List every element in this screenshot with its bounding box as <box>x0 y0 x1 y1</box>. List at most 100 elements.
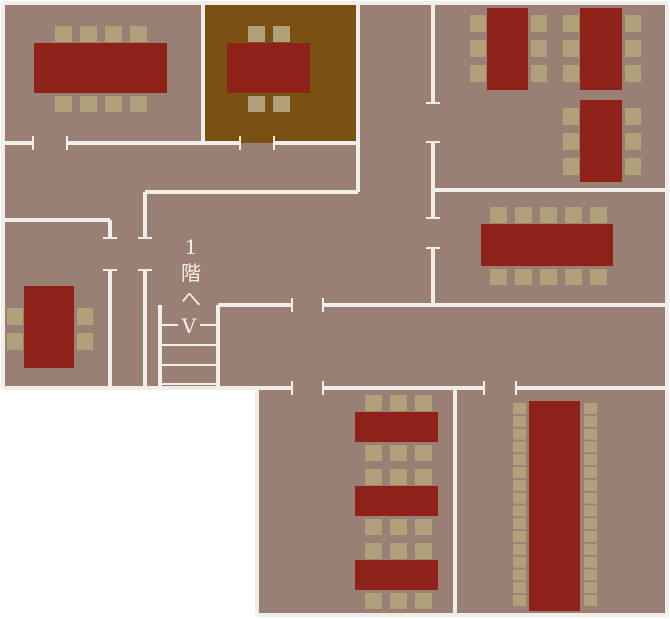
chair <box>415 445 432 461</box>
chair <box>365 395 382 411</box>
chair <box>540 207 557 223</box>
chair <box>625 108 641 125</box>
chair <box>565 207 582 223</box>
chair <box>515 269 532 285</box>
table <box>580 8 622 90</box>
chair <box>584 479 597 491</box>
chair <box>470 40 486 57</box>
chair <box>513 518 526 530</box>
chair <box>563 65 579 82</box>
chair <box>415 519 432 535</box>
chair <box>584 582 597 594</box>
chair <box>584 403 597 414</box>
chair <box>130 26 147 42</box>
chair <box>513 441 526 453</box>
floor <box>3 3 667 615</box>
chair <box>365 445 382 461</box>
chair <box>470 15 486 32</box>
table <box>529 401 580 611</box>
chair <box>390 445 407 461</box>
chair <box>590 207 607 223</box>
chair <box>625 158 641 175</box>
table <box>487 8 528 90</box>
chair <box>625 15 641 32</box>
chair <box>365 519 382 535</box>
chair <box>248 96 265 112</box>
table <box>481 224 613 266</box>
chair <box>490 207 507 223</box>
chair <box>513 479 526 491</box>
chair <box>7 308 23 325</box>
chair <box>625 65 641 82</box>
chair <box>415 395 432 411</box>
chair <box>584 543 597 555</box>
chair <box>513 505 526 517</box>
table <box>355 486 438 516</box>
chair <box>513 531 526 542</box>
table <box>24 286 74 368</box>
chair <box>590 269 607 285</box>
chair <box>513 454 526 466</box>
chair <box>625 40 641 57</box>
chair <box>273 96 290 112</box>
chair <box>365 543 382 559</box>
chair <box>584 531 597 542</box>
chair <box>584 569 597 581</box>
chair <box>77 333 93 350</box>
chair <box>390 519 407 535</box>
chair <box>563 40 579 57</box>
table <box>580 100 622 182</box>
chair <box>513 582 526 594</box>
chair <box>513 428 526 440</box>
chair <box>105 26 122 42</box>
table <box>227 43 310 93</box>
chair <box>80 96 97 112</box>
chair <box>513 569 526 581</box>
chair <box>80 26 97 42</box>
chair <box>248 26 265 42</box>
stairs-down-arrow: V <box>181 314 197 338</box>
chair <box>531 15 547 32</box>
chair <box>531 65 547 82</box>
chair <box>584 415 597 427</box>
chair <box>105 96 122 112</box>
chair <box>415 543 432 559</box>
table <box>34 43 167 93</box>
chair <box>584 518 597 530</box>
stairs-label-to: へ <box>181 287 201 311</box>
chair <box>565 269 582 285</box>
chair <box>584 428 597 440</box>
chair <box>7 333 23 350</box>
chair <box>390 395 407 411</box>
chair <box>470 65 486 82</box>
chair <box>365 469 382 485</box>
chair <box>584 492 597 504</box>
chair <box>584 454 597 466</box>
chair <box>513 595 526 606</box>
chair <box>365 593 382 609</box>
chair <box>584 505 597 517</box>
chair <box>390 593 407 609</box>
chair <box>415 469 432 485</box>
chair <box>513 492 526 504</box>
chair <box>563 15 579 32</box>
chair <box>513 403 526 414</box>
chair <box>584 441 597 453</box>
chair <box>390 543 407 559</box>
table <box>355 412 438 442</box>
chair <box>584 556 597 568</box>
chair <box>513 415 526 427</box>
chair <box>490 269 507 285</box>
chair <box>563 133 579 150</box>
chair <box>415 593 432 609</box>
chair <box>515 207 532 223</box>
chair <box>584 467 597 478</box>
chair <box>563 108 579 125</box>
chair <box>513 543 526 555</box>
chair <box>513 467 526 478</box>
chair <box>513 556 526 568</box>
chair <box>531 40 547 57</box>
stairs-label-floor: 1 <box>184 235 198 259</box>
chair <box>540 269 557 285</box>
